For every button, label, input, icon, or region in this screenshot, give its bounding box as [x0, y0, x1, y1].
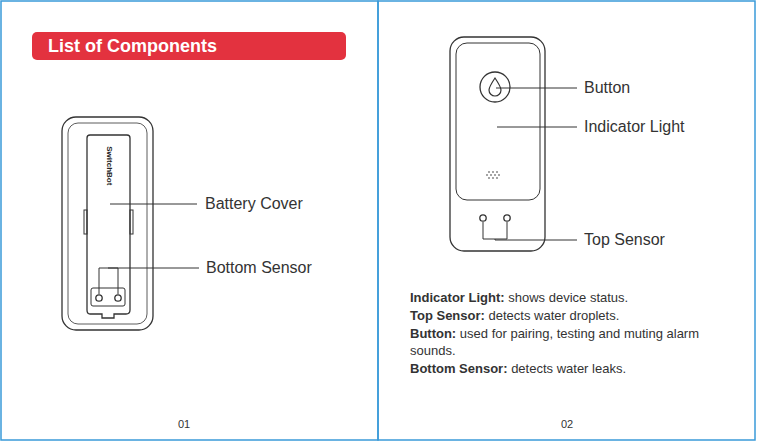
part-label: Battery Cover: [205, 194, 303, 213]
term: Top Sensor:: [410, 308, 489, 323]
description-line: Bottom Sensor:detects water leaks.: [410, 360, 740, 378]
part-label: Button: [584, 78, 630, 97]
part-label: Top Sensor: [584, 230, 665, 249]
term-description: shows device status.: [508, 290, 628, 305]
speaker-grille: [486, 171, 500, 179]
part-label: Indicator Light: [584, 117, 685, 136]
page-number: 02: [561, 418, 573, 431]
term: Bottom Sensor:: [410, 361, 511, 376]
device-back: [62, 117, 153, 330]
term: Button:: [410, 326, 460, 341]
part-label: Bottom Sensor: [206, 258, 312, 277]
page-frame: [378, 1, 755, 440]
page-number: 01: [178, 418, 190, 431]
page-frame: [1, 1, 378, 440]
description-block: Indicator Light:shows device status.Top …: [410, 289, 740, 378]
header-band: [32, 32, 346, 60]
term-description: detects water leaks.: [511, 361, 626, 376]
description-line: Button:used for pairing, testing and mut…: [410, 325, 740, 361]
device-front: [450, 37, 545, 251]
term-description: detects water droplets.: [489, 308, 620, 323]
leader-lines: [483, 88, 577, 240]
description-line: Indicator Light:shows device status.: [410, 289, 740, 307]
leader-lines: [99, 204, 199, 294]
description-line: Top Sensor:detects water droplets.: [410, 307, 740, 325]
page-heading: List of Components: [48, 35, 217, 57]
brand-mark: SwitchBot: [105, 146, 115, 185]
term: Indicator Light:: [410, 290, 508, 305]
